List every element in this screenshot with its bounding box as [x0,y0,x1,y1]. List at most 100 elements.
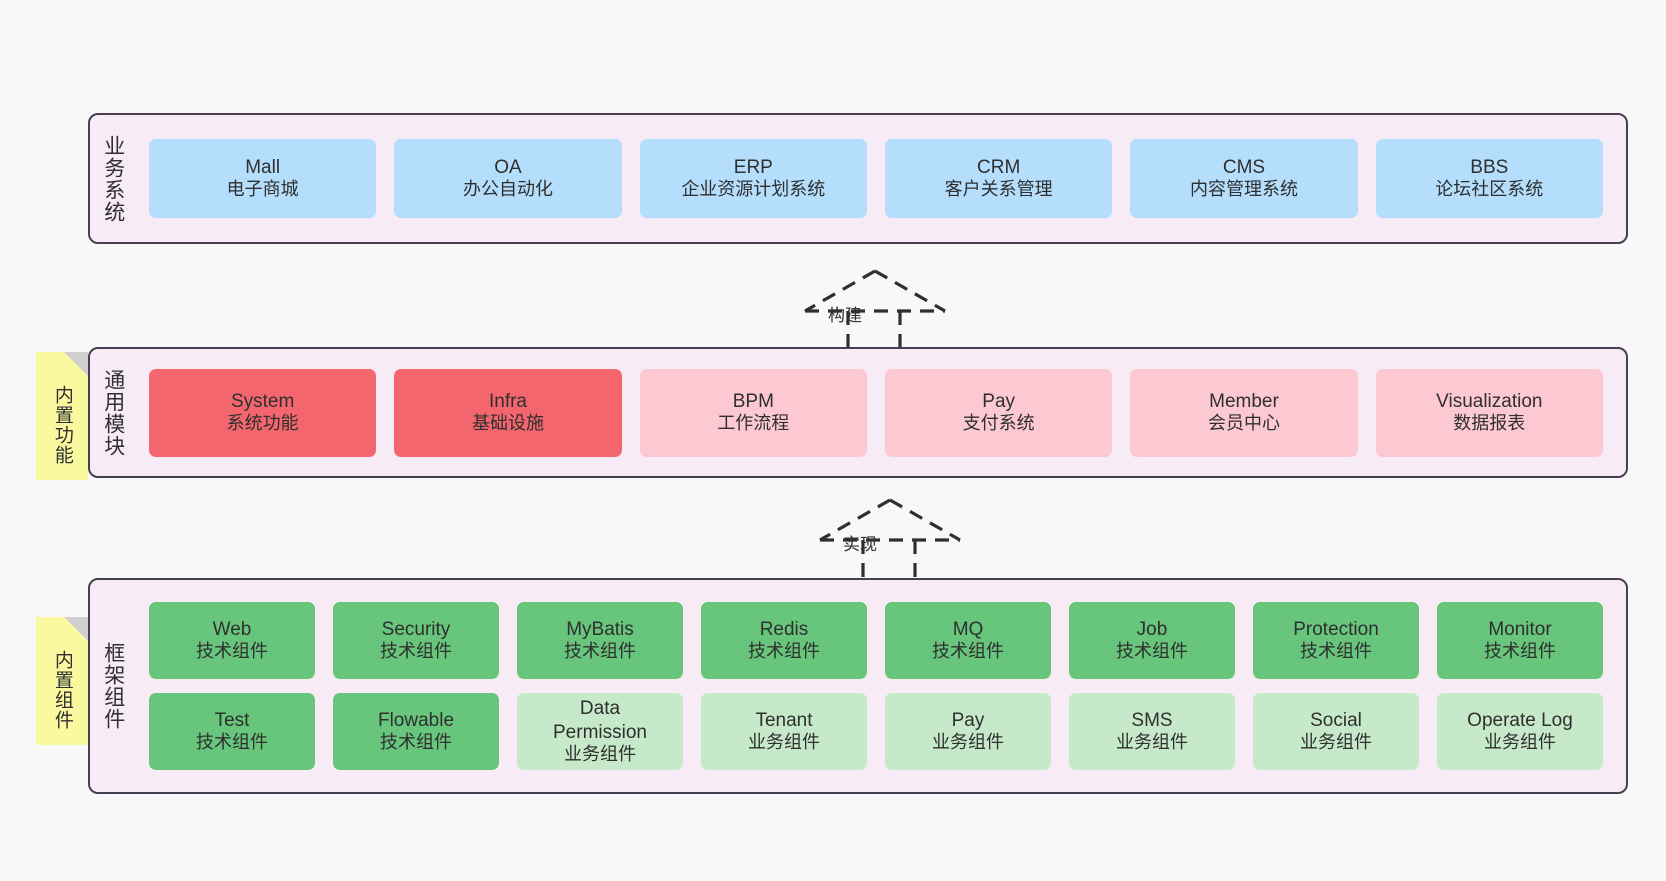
card-bbs-en: BBS [1470,156,1509,178]
sticky-note-builtin-features-label: 内置功能 [51,385,73,465]
framework-row-technical: Web 技术组件 Security 技术组件 MyBatis 技术组件 Redi… [140,602,1612,679]
card-member-en: Member [1209,390,1279,412]
card-social[interactable]: Social 业务组件 [1253,693,1419,770]
card-bbs-cn: 论坛社区系统 [1435,179,1544,200]
layer-body-business-systems: Mall 电子商城 OA 办公自动化 ERP 企业资源计划系统 CRM 客户关系… [136,115,1626,242]
sticky-note-builtin-features[interactable]: 内置功能 [36,352,88,480]
card-tenant-en: Tenant [755,709,813,731]
card-oa-cn: 办公自动化 [462,179,553,200]
card-test-en: Test [214,709,250,731]
card-web-en: Web [212,618,252,640]
connector-implement-arrow [819,498,961,585]
card-cms[interactable]: CMS 内容管理系统 [1130,139,1358,218]
connector-build: 构建 [800,266,950,356]
sticky-note-builtin-components[interactable]: 内置组件 [36,617,88,745]
card-bpm-en: BPM [732,390,774,412]
card-flowable[interactable]: Flowable 技术组件 [333,693,499,770]
card-redis-en: Redis [759,618,809,640]
card-job-en: Job [1136,618,1168,640]
sticky-note-builtin-components-label: 内置组件 [51,650,73,730]
card-protection-en: Protection [1293,618,1379,640]
card-protection[interactable]: Protection 技术组件 [1253,602,1419,679]
layer-title-common-modules: 通用模块 [101,368,125,457]
card-crm-en: CRM [977,156,1021,178]
card-test[interactable]: Test 技术组件 [149,693,315,770]
card-erp[interactable]: ERP 企业资源计划系统 [639,139,867,218]
layer-body-framework-components: Web 技术组件 Security 技术组件 MyBatis 技术组件 Redi… [136,580,1626,792]
card-infra-cn: 基础设施 [471,413,544,434]
framework-row-business: Test 技术组件 Flowable 技术组件 Data Permission … [140,693,1612,770]
card-mq-cn: 技术组件 [932,641,1004,662]
card-oa[interactable]: OA 办公自动化 [394,139,622,218]
card-mall-en: Mall [245,156,281,178]
card-bbs[interactable]: BBS 论坛社区系统 [1375,139,1603,218]
card-mybatis-en: MyBatis [566,618,634,640]
card-mq-en: MQ [952,618,984,640]
card-security-cn: 技术组件 [380,641,452,662]
card-data-permission-en: Data Permission [553,698,647,743]
card-infra-en: Infra [488,390,527,412]
card-mall[interactable]: Mall 电子商城 [149,139,377,218]
card-pay-component-en: Pay [951,709,985,731]
connector-build-arrow [804,269,946,356]
card-data-permission-cn: 业务组件 [564,743,636,764]
card-bpm[interactable]: BPM 工作流程 [639,368,867,457]
card-operate-log[interactable]: Operate Log 业务组件 [1437,693,1603,770]
layer-common-modules[interactable]: 通用模块 System 系统功能 Infra 基础设施 BPM 工作流程 Pay… [88,347,1628,478]
connector-build-label: 构建 [828,306,862,325]
card-cms-cn: 内容管理系统 [1189,179,1298,200]
sticky-fold-icon [64,352,88,376]
card-monitor[interactable]: Monitor 技术组件 [1437,602,1603,679]
card-redis-cn: 技术组件 [748,641,820,662]
card-mq[interactable]: MQ 技术组件 [885,602,1051,679]
card-visualization[interactable]: Visualization 数据报表 [1375,368,1603,457]
card-pay-component[interactable]: Pay 业务组件 [885,693,1051,770]
layer-body-common-modules: System 系统功能 Infra 基础设施 BPM 工作流程 Pay 支付系统… [136,349,1626,476]
card-crm[interactable]: CRM 客户关系管理 [884,139,1113,218]
card-web-cn: 技术组件 [196,641,268,662]
card-mall-cn: 电子商城 [226,179,299,200]
card-infra[interactable]: Infra 基础设施 [394,368,622,457]
card-operate-log-en: Operate Log [1467,709,1573,731]
card-security[interactable]: Security 技术组件 [333,602,499,679]
card-crm-cn: 客户关系管理 [944,179,1053,200]
connector-implement: 实现 [815,495,965,585]
card-flowable-en: Flowable [377,709,455,731]
card-data-permission[interactable]: Data Permission 业务组件 [517,693,683,770]
card-monitor-cn: 技术组件 [1484,641,1556,662]
card-pay-module[interactable]: Pay 支付系统 [884,368,1113,457]
card-redis[interactable]: Redis 技术组件 [701,602,867,679]
card-web[interactable]: Web 技术组件 [149,602,315,679]
card-mybatis[interactable]: MyBatis 技术组件 [517,602,683,679]
connector-implement-label: 实现 [843,535,877,554]
card-pay-component-cn: 业务组件 [932,732,1004,753]
card-system-cn: 系统功能 [226,413,299,434]
card-tenant[interactable]: Tenant 业务组件 [701,693,867,770]
card-oa-en: OA [494,156,522,178]
card-mybatis-cn: 技术组件 [564,641,636,662]
card-sms-cn: 业务组件 [1116,732,1188,753]
card-security-en: Security [381,618,451,640]
card-job[interactable]: Job 技术组件 [1069,602,1235,679]
card-visualization-cn: 数据报表 [1453,413,1526,434]
card-pay-module-cn: 支付系统 [962,413,1035,434]
card-social-en: Social [1310,709,1362,731]
card-test-cn: 技术组件 [196,732,268,753]
card-sms[interactable]: SMS 业务组件 [1069,693,1235,770]
card-sms-en: SMS [1131,709,1173,731]
card-cms-en: CMS [1222,156,1266,178]
card-system-en: System [230,390,295,412]
layer-title-framework-components: 框架组件 [101,642,125,730]
card-operate-log-cn: 业务组件 [1484,732,1556,753]
card-protection-cn: 技术组件 [1300,641,1372,662]
card-system[interactable]: System 系统功能 [149,368,377,457]
card-pay-module-en: Pay [982,390,1016,412]
layer-framework-components[interactable]: 框架组件 Web 技术组件 Security 技术组件 MyBatis 技术组件… [88,578,1628,794]
card-visualization-en: Visualization [1436,390,1543,412]
card-flowable-cn: 技术组件 [380,732,452,753]
card-erp-en: ERP [733,156,773,178]
card-social-cn: 业务组件 [1300,732,1372,753]
layer-business-systems[interactable]: 业务系统 Mall 电子商城 OA 办公自动化 ERP 企业资源计划系统 CRM… [88,113,1628,244]
card-member[interactable]: Member 会员中心 [1130,368,1358,457]
